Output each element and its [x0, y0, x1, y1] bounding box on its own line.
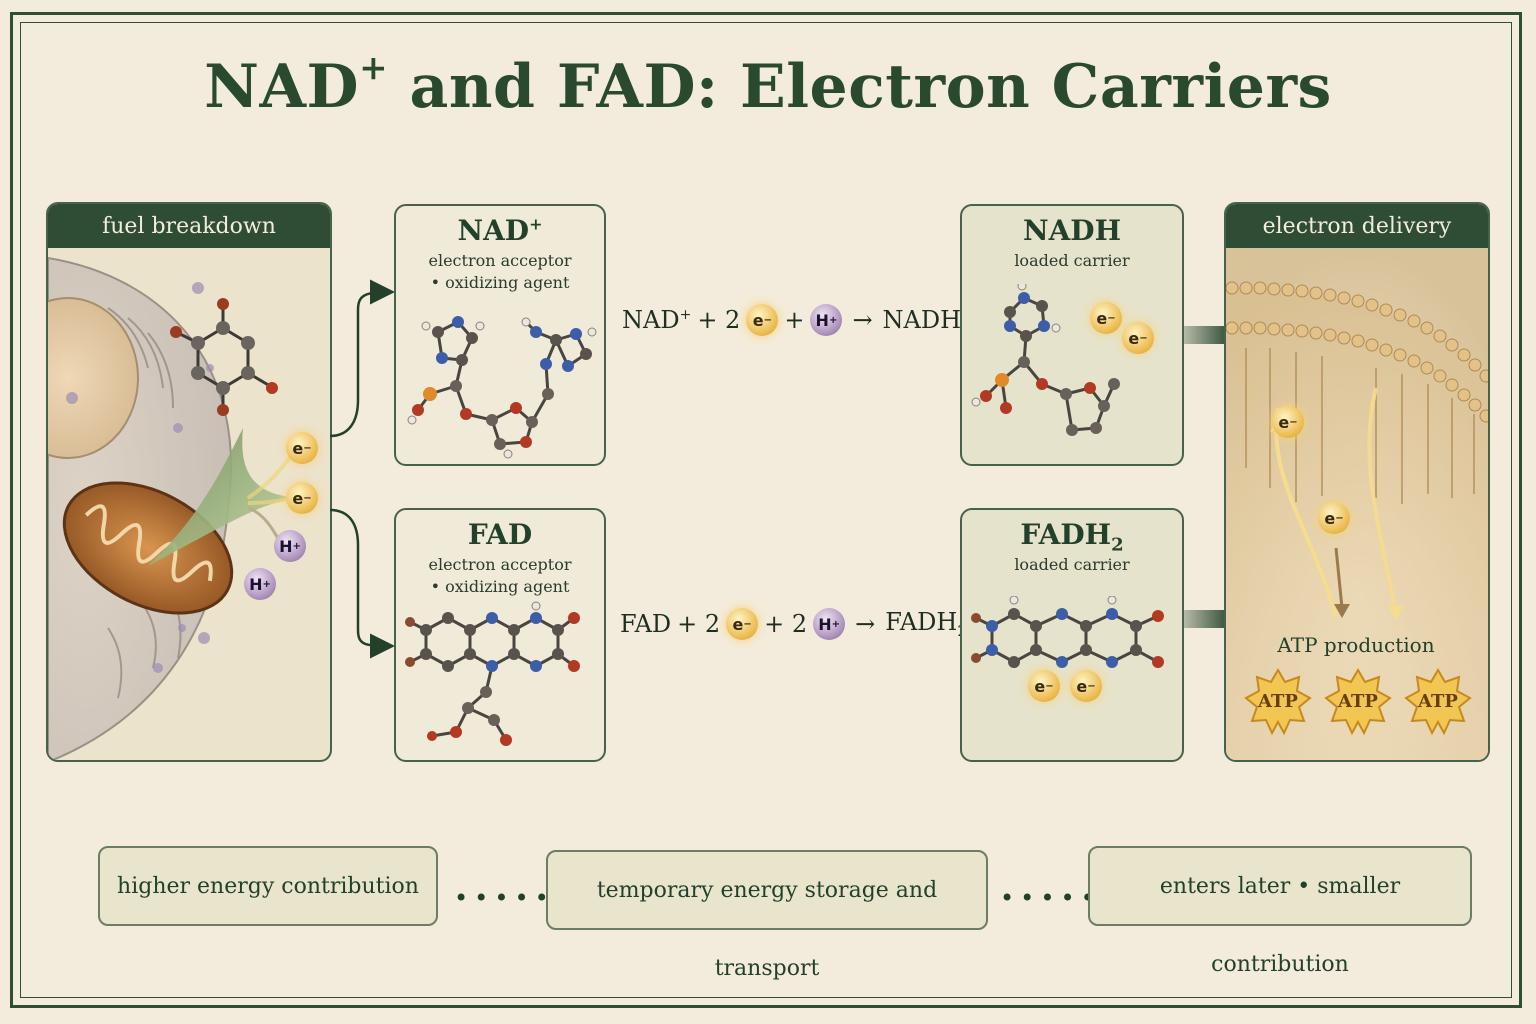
proton-particle: H+ — [244, 568, 276, 600]
nad-plus-box: NAD+ electron acceptor• oxidizing agent — [394, 204, 606, 466]
nad-equation-plus: + — [784, 306, 805, 334]
proton-particle: H+ — [810, 304, 843, 336]
electron-particle: e− — [1090, 302, 1122, 334]
nadh-title: NADH — [1022, 214, 1122, 247]
electron-particle: e− — [1122, 322, 1154, 354]
fad-box: FAD electron acceptor• oxidizing agent — [394, 508, 606, 762]
proton-particle: H+ — [274, 530, 306, 562]
nad-product: NADH — [882, 306, 962, 334]
fuel-breakdown-panel: fuel breakdown — [46, 202, 332, 762]
nad-equation-coefficient: + 2 — [697, 306, 741, 334]
fad-molecule — [405, 601, 580, 746]
footer-nadh-contribution: higher energy contribution — [98, 846, 438, 926]
electron-particle: e− — [746, 304, 779, 336]
electron-particle: e− — [286, 482, 318, 514]
fadh2-subtitle: loaded carrier — [1014, 555, 1130, 574]
inner-frame — [20, 22, 1512, 998]
fad-equation-coefficient-2: + 2 — [764, 610, 808, 638]
electron-particle: e− — [1028, 670, 1060, 702]
nadh-box: NADH loaded carrier e− e− — [960, 204, 1184, 466]
footer-dots: ••••• — [1000, 884, 1101, 912]
atp-token: ATP — [1244, 668, 1312, 736]
fad-equation: FAD + 2 e− + 2 H+ → FADH2 — [620, 608, 967, 640]
electron-delivery-header: electron delivery — [1226, 204, 1488, 248]
reaction-arrow: → — [852, 306, 873, 334]
nad-plus-molecule — [407, 316, 597, 459]
fadh2-molecule — [971, 596, 1164, 668]
footer-carrier-role: temporary energy storage and transport — [546, 850, 988, 981]
electron-particle: e− — [1070, 670, 1102, 702]
electron-particle: e− — [1318, 502, 1350, 534]
atp-token: ATP — [1404, 668, 1472, 736]
nad-equation: NAD+ + 2 e− + H+ → NADH — [622, 304, 961, 336]
fadh2-title: FADH2 — [1020, 518, 1124, 556]
proton-particle: H+ — [813, 608, 846, 640]
nad-plus-title: NAD+ — [457, 214, 543, 247]
footer-dots: ••••• — [454, 884, 555, 912]
atp-production-label: ATP production — [1277, 633, 1435, 657]
atp-token: ATP — [1324, 668, 1392, 736]
nadh-subtitle: loaded carrier — [1014, 251, 1130, 270]
footer-fadh2-contribution: enters later • smaller contribution — [1088, 846, 1472, 977]
electron-particle: e− — [286, 432, 318, 464]
fuel-breakdown-header: fuel breakdown — [48, 204, 330, 248]
fad-role: electron acceptor• oxidizing agent — [428, 555, 572, 596]
outer-frame — [10, 12, 1522, 1008]
reaction-arrow: → — [855, 610, 876, 638]
cell-illustration — [48, 256, 308, 760]
fadh2-box: FADH2 loaded carrier e− e− — [960, 508, 1184, 762]
fad-product: FADH2 — [885, 608, 967, 640]
fad-title: FAD — [467, 518, 533, 551]
fad-reactant: FAD — [620, 610, 672, 638]
page-title: NAD+ and FAD: Electron Carriers — [204, 48, 1332, 122]
electron-particle: e− — [1272, 406, 1304, 438]
nad-reactant: NAD+ — [622, 306, 692, 334]
electron-delivery-panel: electron delivery — [1224, 202, 1490, 762]
nad-plus-role: electron acceptor• oxidizing agent — [428, 251, 572, 292]
nadh-molecule — [971, 284, 1120, 436]
electron-particle: e− — [726, 608, 759, 640]
fad-equation-coefficient: + 2 — [677, 610, 721, 638]
